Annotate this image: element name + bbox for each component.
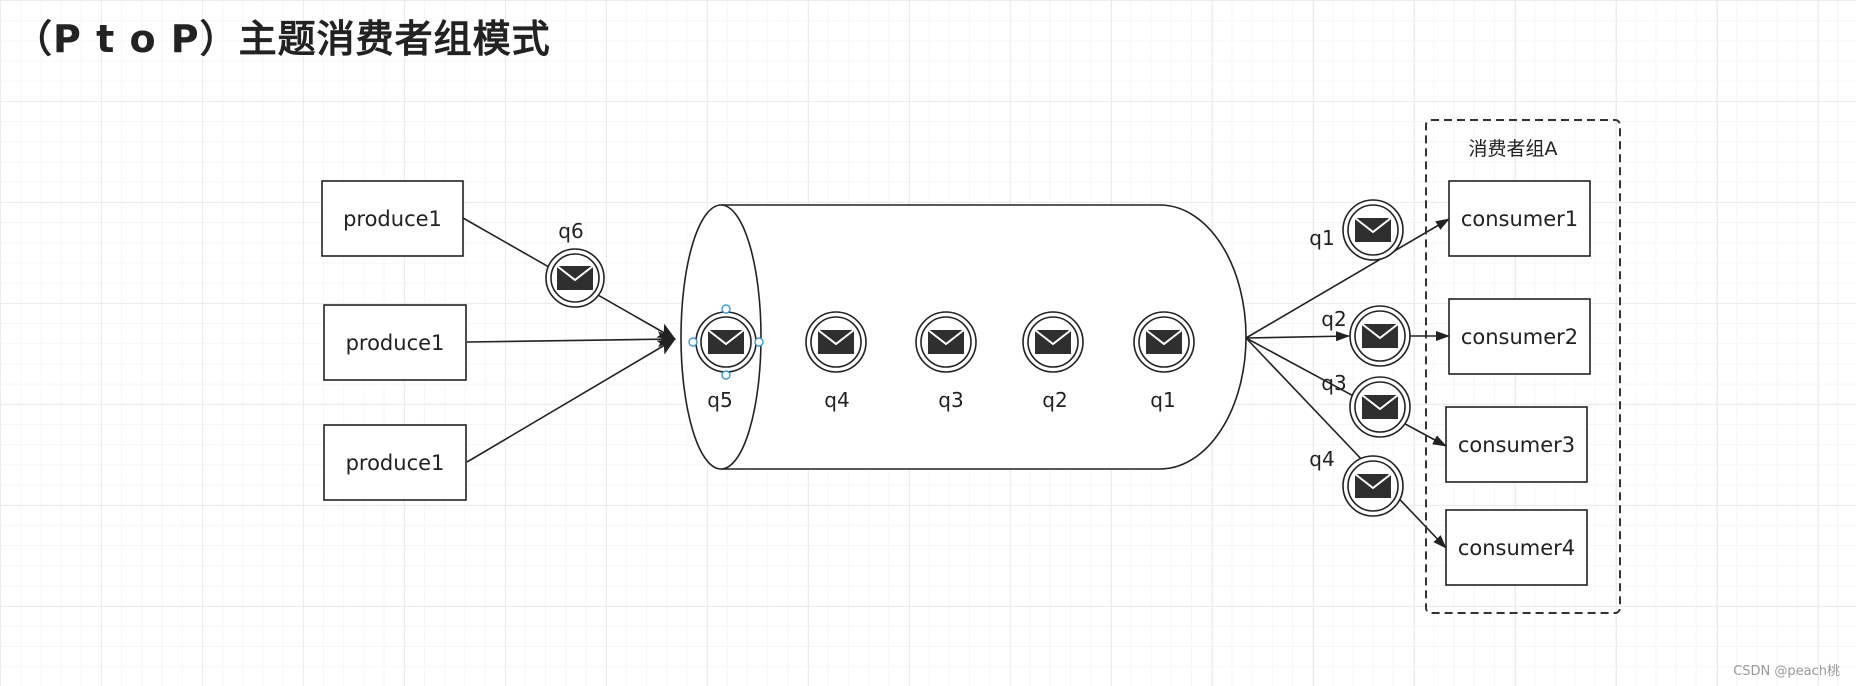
envelope-icon — [927, 329, 965, 354]
delivered-message-q2[interactable] — [1349, 305, 1411, 367]
delivered-message-label: q2 — [1321, 307, 1346, 331]
envelope-icon — [817, 329, 855, 354]
consumer-label: consumer2 — [1461, 325, 1578, 349]
connector-consumer1 — [1245, 218, 1450, 339]
envelope-icon — [1145, 329, 1183, 354]
queue-message-label: q1 — [1150, 388, 1175, 412]
selection-handle[interactable] — [754, 337, 764, 347]
producer-box-1[interactable]: produce1 — [321, 180, 464, 257]
delivered-message-q3[interactable] — [1349, 376, 1411, 438]
producer-label: produce1 — [346, 331, 445, 355]
connector-consumer4 — [1245, 337, 1447, 549]
producer-box-3[interactable]: produce1 — [323, 424, 467, 501]
selection-handle[interactable] — [721, 304, 731, 314]
connector-consumer3 — [1245, 337, 1447, 447]
consumer-box-4[interactable]: consumer4 — [1445, 509, 1588, 586]
page-title: （P t o P）主题消费者组模式 — [14, 17, 551, 61]
producer-label: produce1 — [343, 207, 442, 231]
delivered-message-q1[interactable] — [1342, 199, 1404, 261]
queue-message-q1[interactable] — [1133, 311, 1195, 373]
message-node-q6[interactable] — [545, 248, 605, 308]
consumer-label: consumer4 — [1458, 536, 1575, 560]
envelope-icon — [1354, 473, 1392, 498]
delivered-message-q4[interactable] — [1342, 455, 1404, 517]
producer-box-2[interactable]: produce1 — [323, 304, 467, 381]
message-label-q6: q6 — [558, 219, 583, 243]
selection-handle[interactable] — [721, 370, 731, 380]
queue-message-label: q4 — [824, 388, 849, 412]
envelope-icon — [556, 265, 594, 290]
queue-message-label: q3 — [938, 388, 963, 412]
producer-label: produce1 — [346, 451, 445, 475]
envelope-icon — [1034, 329, 1072, 354]
queue-cylinder — [721, 204, 1247, 470]
watermark: CSDN @peach桃 — [1733, 664, 1840, 679]
queue-message-label: q5 — [707, 388, 732, 412]
queue-message-q2[interactable] — [1022, 311, 1084, 373]
queue-message-label: q2 — [1042, 388, 1067, 412]
envelope-icon — [707, 329, 745, 354]
selection-handle[interactable] — [688, 337, 698, 347]
consumer-group-boundary[interactable] — [1425, 119, 1621, 614]
delivered-message-label: q1 — [1309, 226, 1334, 250]
delivered-message-label: q3 — [1321, 371, 1346, 395]
consumer-box-1[interactable]: consumer1 — [1448, 180, 1591, 257]
envelope-icon — [1361, 323, 1399, 348]
queue-message-q5[interactable] — [688, 304, 764, 380]
connector-produce1-bottom — [466, 338, 676, 463]
consumer-label: consumer1 — [1461, 207, 1578, 231]
queue-message-q3[interactable] — [915, 311, 977, 373]
connector-consumer2-a — [1245, 331, 1350, 342]
consumer-box-2[interactable]: consumer2 — [1448, 298, 1591, 375]
consumer-box-3[interactable]: consumer3 — [1445, 406, 1588, 483]
connector-produce1-mid — [466, 331, 676, 348]
queue-message-q4[interactable] — [805, 311, 867, 373]
delivered-message-label: q4 — [1309, 447, 1334, 471]
envelope-icon — [1361, 394, 1399, 419]
consumer-group-label: 消费者组A — [1469, 138, 1558, 160]
envelope-icon — [1354, 217, 1392, 242]
consumer-label: consumer3 — [1458, 433, 1575, 457]
